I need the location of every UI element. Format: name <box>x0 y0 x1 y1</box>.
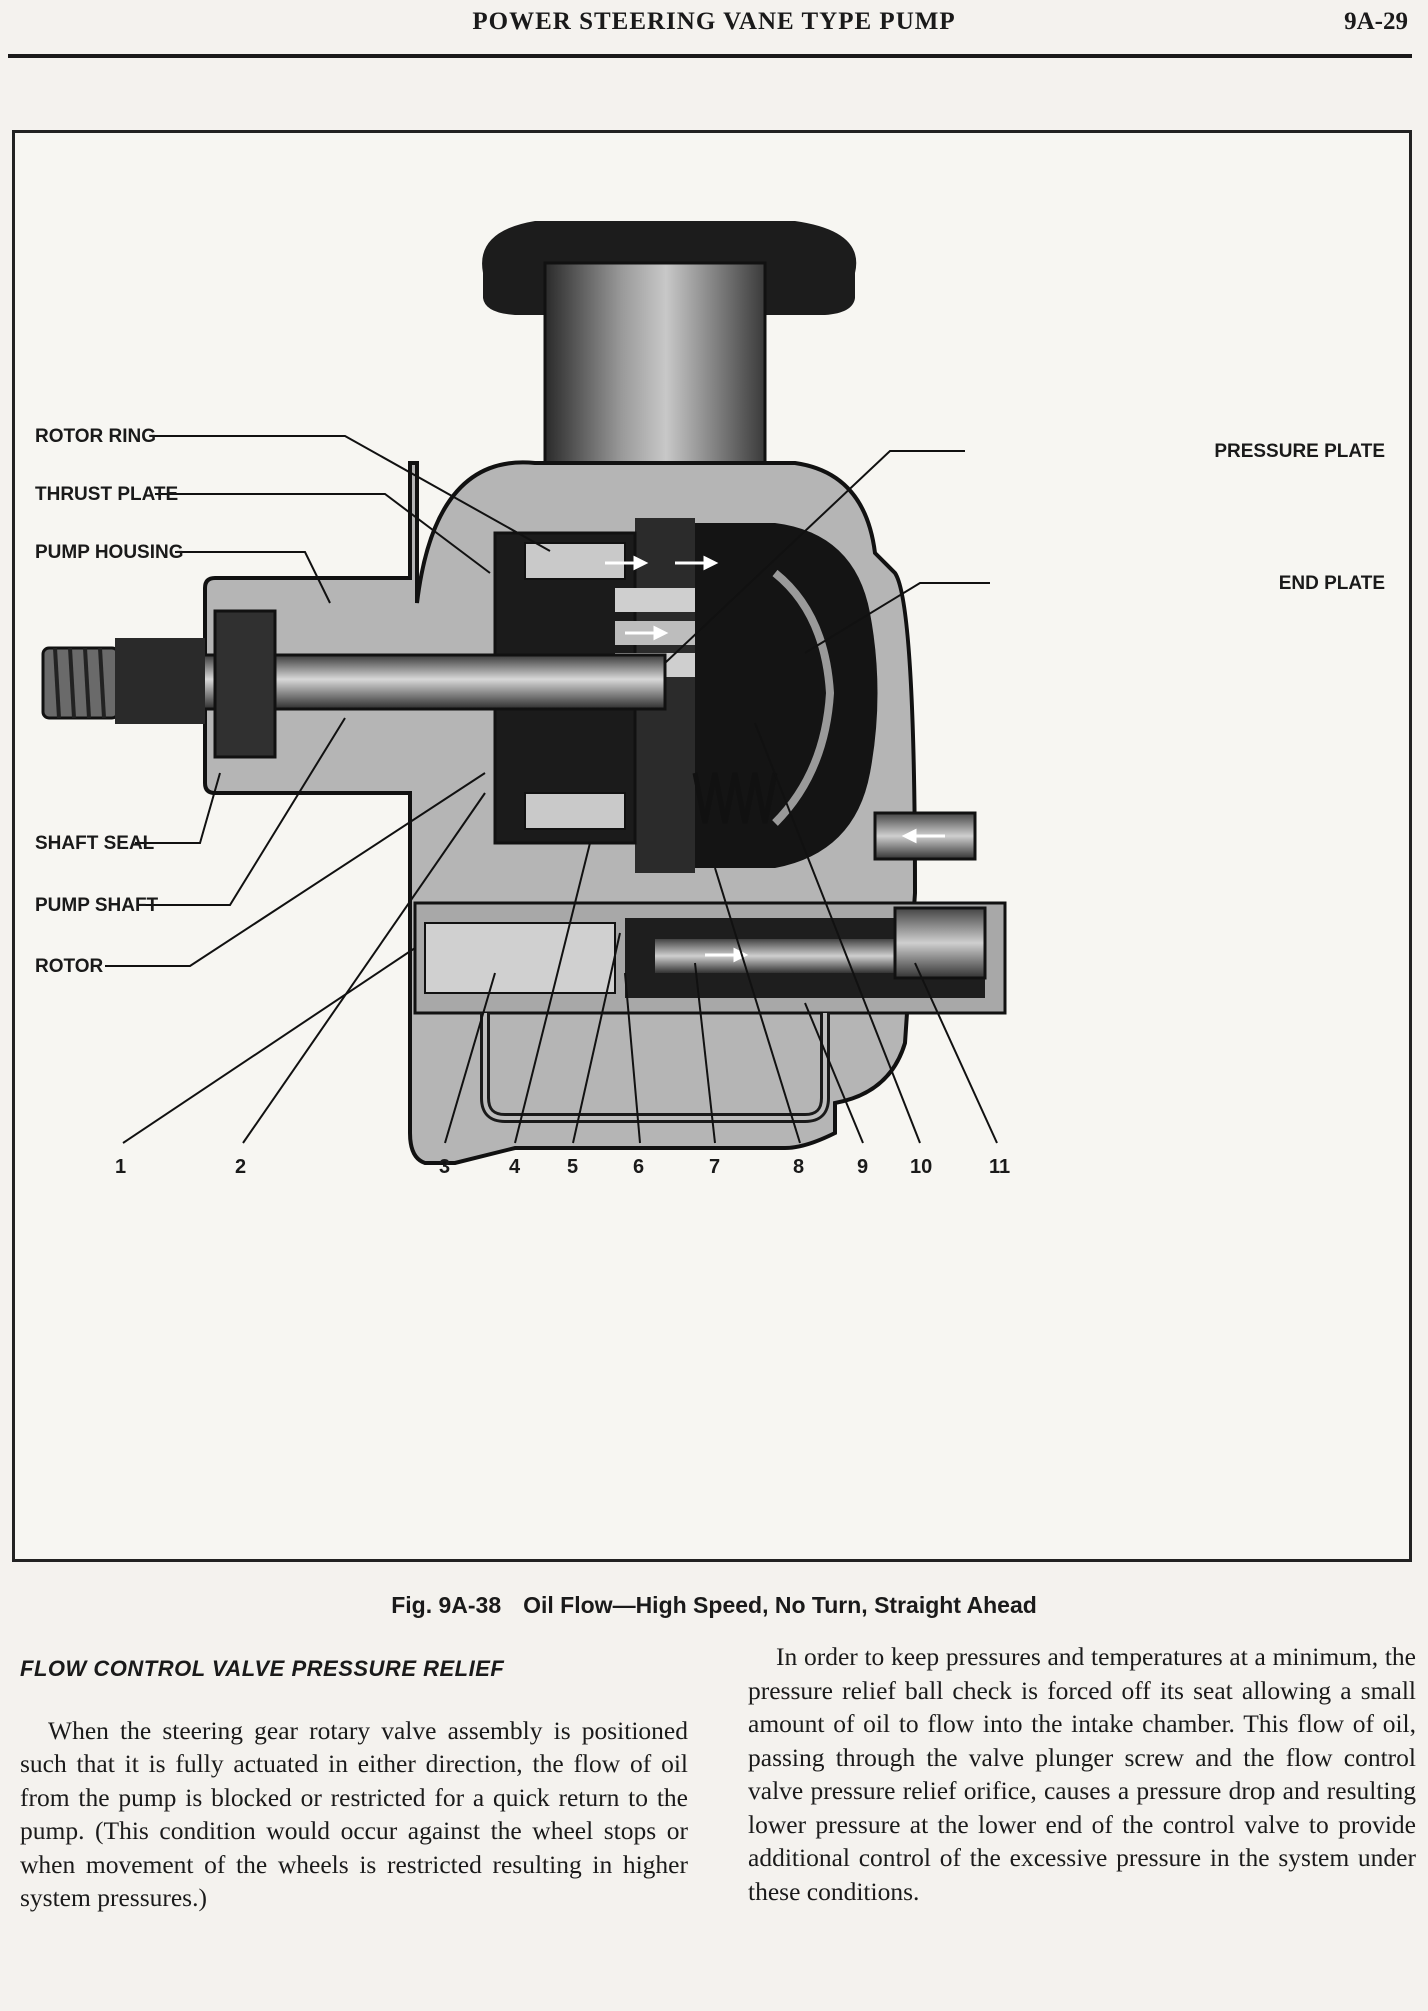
end-plate <box>772 569 835 826</box>
callout-number: 7 <box>709 1156 720 1178</box>
discharge-fitting <box>893 906 987 980</box>
label-pump-shaft: PUMP SHAFT <box>35 895 159 916</box>
section-heading: FLOW CONTROL VALVE PRESSURE RELIEF <box>20 1656 505 1681</box>
label-shaft-seal: SHAFT SEAL <box>35 833 155 854</box>
figure-caption: Fig. 9A-38 Oil Flow—High Speed, No Turn, … <box>0 1592 1428 1619</box>
callout-number: 5 <box>567 1156 578 1178</box>
callout-number: 10 <box>910 1156 932 1178</box>
left-column: FLOW CONTROL VALVE PRESSURE RELIEF When … <box>20 1640 688 1915</box>
figure-number: Fig. 9A-38 <box>391 1592 502 1618</box>
callout-number: 8 <box>793 1156 804 1178</box>
callout-number: 11 <box>989 1156 1010 1178</box>
numbered-leaders <box>122 722 998 1144</box>
label-rotor: ROTOR <box>35 956 104 977</box>
callout-number: 9 <box>857 1156 868 1178</box>
right-paragraph: In order to keep pressures and temperatu… <box>748 1642 1416 1906</box>
label-pressure-plate: PRESSURE PLATE <box>1214 441 1385 462</box>
label-rotor-ring: ROTOR RING <box>35 426 156 447</box>
flow-arrows <box>605 555 945 963</box>
leader-lines <box>105 435 990 967</box>
page-number: 9A-29 <box>1344 8 1408 35</box>
page-header-title: POWER STEERING VANE TYPE PUMP <box>472 8 956 35</box>
callout-number: 1 <box>115 1156 126 1178</box>
figure-caption-text: Oil Flow—High Speed, No Turn, Straight A… <box>523 1592 1037 1618</box>
callout-number: 3 <box>439 1156 450 1178</box>
callout-number: 4 <box>509 1156 521 1178</box>
pump-cutaway-illustration: ROTOR RING THRUST PLATE PUMP HOUSING SHA… <box>35 221 1385 1178</box>
label-thrust-plate: THRUST PLATE <box>35 484 178 505</box>
shaft-seal <box>213 609 277 759</box>
left-paragraph: When the steering gear rotary valve asse… <box>20 1715 688 1913</box>
label-pump-housing: PUMP HOUSING <box>35 542 184 563</box>
label-end-plate: END PLATE <box>1279 573 1385 594</box>
callout-number: 2 <box>235 1156 246 1178</box>
callout-number: 6 <box>633 1156 644 1178</box>
header-rule <box>8 54 1412 58</box>
figure-frame: ROTOR RING THRUST PLATE PUMP HOUSING SHA… <box>12 130 1412 1562</box>
right-column: In order to keep pressures and temperatu… <box>748 1640 1416 1908</box>
relief-spring <box>692 772 778 824</box>
